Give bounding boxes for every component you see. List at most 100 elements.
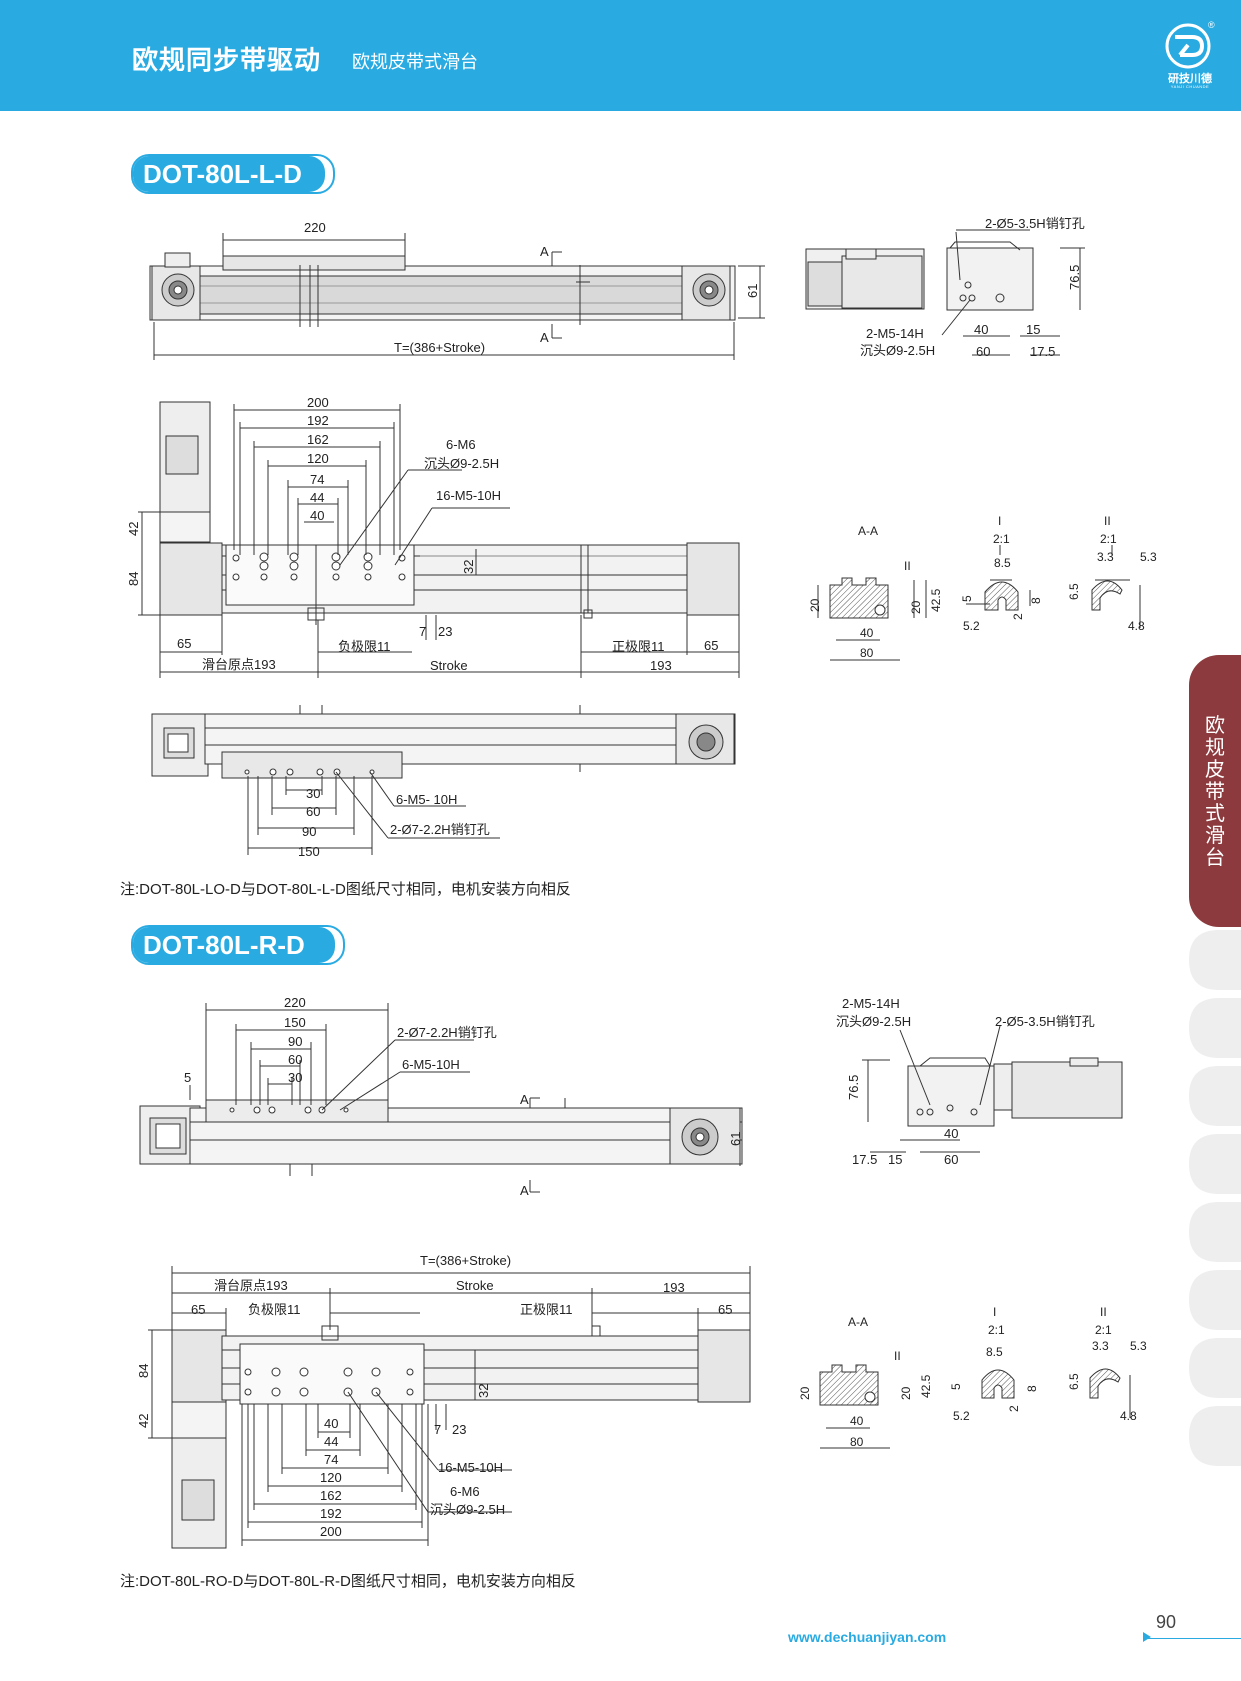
detail-i-dim-2: 2 xyxy=(1011,613,1025,620)
registered-mark: ® xyxy=(1208,20,1215,30)
section2-aa-labels: A-A 20 40 80 20 42.5 II xyxy=(798,1315,933,1449)
section2-detail-i-labels: I 2:1 8.5 5 8 5.2 2 xyxy=(949,1305,1039,1423)
section2-detail-i xyxy=(981,1369,1015,1399)
aa-dim-20b: 20 xyxy=(909,600,923,614)
dim-7: 7 xyxy=(419,624,426,639)
side-tab-text: 欧规皮带式滑台 xyxy=(1205,715,1225,869)
s2-aa-dim-42-5: 42.5 xyxy=(919,1374,933,1398)
s2-detail-ii-dim-3-3: 3.3 xyxy=(1092,1339,1109,1353)
s2-section-mark-top: A xyxy=(520,1092,529,1107)
label-pos-limit: 正极限11 xyxy=(612,639,665,654)
detail-ii-dim-6-5: 6.5 xyxy=(1067,583,1081,600)
s2-label-pos-limit: 正极限11 xyxy=(520,1302,573,1317)
section2-aa-view xyxy=(819,1364,890,1449)
label-16-m5: 16-M5-10H xyxy=(436,488,501,503)
detail-i-dim-5: 5 xyxy=(960,595,974,602)
s2-detail-i-scale: 2:1 xyxy=(988,1323,1005,1337)
detail-ii-label: II xyxy=(1104,514,1111,528)
s2-dim-44: 44 xyxy=(324,1434,338,1449)
section1-bottom-view-labels: 30 60 90 150 6-M5- 10H 2-Ø7-2.2H销钉孔 xyxy=(298,786,490,859)
s2-aa-label: A-A xyxy=(848,1315,868,1329)
dim-17-5: 17.5 xyxy=(1030,344,1055,359)
s2-dim-40: 40 xyxy=(324,1416,338,1431)
s2-dim-90: 90 xyxy=(288,1034,302,1049)
section2-front-view-labels: T=(386+Stroke) 滑台原点193 Stroke 193 65 65 … xyxy=(136,1253,732,1539)
s2-detail-i-dim-8: 8 xyxy=(1025,1385,1039,1392)
s2-dim-162: 162 xyxy=(320,1488,342,1503)
label-counterbore: 沉头Ø9-2.5H xyxy=(424,456,499,471)
model-tag-1: DOT-80L-L-D xyxy=(131,154,335,194)
dim-193: 193 xyxy=(650,658,672,673)
s2-dim-200: 200 xyxy=(320,1524,342,1539)
s2-aa-mark-ii: II xyxy=(894,1349,901,1363)
s2-label-6-m5: 6-M5-10H xyxy=(402,1057,460,1072)
detail-i-dim-8: 8 xyxy=(1029,597,1043,604)
s2-aa-dim-40: 40 xyxy=(850,1414,864,1428)
side-stripes-decoration xyxy=(1189,930,1241,1466)
dim-90: 90 xyxy=(302,824,316,839)
dim-65-left: 65 xyxy=(177,636,191,651)
s2-label-origin: 滑台原点193 xyxy=(214,1278,288,1293)
s2-aa-dim-80: 80 xyxy=(850,1435,864,1449)
section1-front-view xyxy=(138,401,740,678)
label-6-m6: 6-M6 xyxy=(446,437,476,452)
s2-detail-i-dim-5-2: 5.2 xyxy=(953,1409,970,1423)
label-6-m5: 6-M5- 10H xyxy=(396,792,457,807)
aa-mark-ii: II xyxy=(904,559,911,573)
counterbore-label: 沉头Ø9-2.5H xyxy=(860,343,935,358)
section2-top-view-labels: 220 150 90 60 30 5 61 2-Ø7-2.2H销钉孔 6-M5-… xyxy=(184,995,743,1198)
s2-dim-15: 15 xyxy=(888,1152,902,1167)
s2-detail-i-dim-2: 2 xyxy=(1007,1405,1021,1412)
screw-label: 2-M5-14H xyxy=(866,326,924,341)
dim-30: 30 xyxy=(306,786,320,801)
dim-40: 40 xyxy=(974,322,988,337)
page-arrow-icon xyxy=(1143,1632,1151,1642)
section1-front-view-labels: 200 192 162 120 74 44 40 42 84 32 7 23 6… xyxy=(126,395,718,673)
section1-detail-ii-labels: II 2:1 3.3 5.3 6.5 4.8 xyxy=(1067,514,1157,633)
s2-dim-65-right: 65 xyxy=(718,1302,732,1317)
dim-65-right: 65 xyxy=(704,638,718,653)
section1-end-view xyxy=(805,229,1085,356)
page-header: 欧规同步带驱动 欧规皮带式滑台 ® 研技川德 YANJI CHUANDE xyxy=(0,0,1241,111)
section1-note: 注:DOT-80L-LO-D与DOT-80L-L-D图纸尺寸相同，电机安装方向相… xyxy=(120,881,571,898)
s2-dim-32: 32 xyxy=(476,1384,491,1398)
s2-dim-60: 60 xyxy=(944,1152,958,1167)
s2-detail-i-dim-5: 5 xyxy=(949,1383,963,1390)
s2-dim-76-5: 76.5 xyxy=(846,1075,861,1100)
s2-detail-ii-label: II xyxy=(1100,1305,1107,1319)
dim-42: 42 xyxy=(126,522,141,536)
logo-mark-icon xyxy=(1165,23,1211,69)
detail-i-scale: 2:1 xyxy=(993,532,1010,546)
s2-dim-74: 74 xyxy=(324,1452,338,1467)
detail-ii-dim-4-8: 4.8 xyxy=(1128,619,1145,633)
dim-192: 192 xyxy=(307,413,329,428)
dim-32: 32 xyxy=(461,560,476,574)
dim-84: 84 xyxy=(126,572,141,586)
dim-total-length: T=(386+Stroke) xyxy=(394,340,485,355)
section1-aa-view xyxy=(817,577,927,661)
dim-76-5: 76.5 xyxy=(1067,265,1082,290)
s2-label-counterbore: 沉头Ø9-2.5H xyxy=(430,1502,505,1517)
s2-dim-65-left: 65 xyxy=(191,1302,205,1317)
model-name-1: DOT-80L-L-D xyxy=(133,156,325,192)
s2-dim-150: 150 xyxy=(284,1015,306,1030)
website-link[interactable]: www.dechuanjiyan.com xyxy=(788,1629,947,1645)
section2-note: 注:DOT-80L-RO-D与DOT-80L-R-D图纸尺寸相同，电机安装方向相… xyxy=(120,1573,576,1590)
logo-brand-text: 研技川德 xyxy=(1168,73,1212,85)
section-mark-a-top: A xyxy=(540,244,549,259)
s2-label-stroke: Stroke xyxy=(456,1278,494,1293)
aa-label: A-A xyxy=(858,524,878,538)
model-name-2: DOT-80L-R-D xyxy=(133,927,335,963)
dim-74: 74 xyxy=(310,472,324,487)
section1-top-view-labels: 220 61 T=(386+Stroke) A A xyxy=(304,220,760,355)
section2-front-view xyxy=(148,1266,751,1549)
label-origin: 滑台原点193 xyxy=(202,657,276,672)
dim-61: 61 xyxy=(745,284,760,298)
detail-i-label: I xyxy=(998,514,1001,528)
s2-dim-23: 23 xyxy=(452,1422,466,1437)
s2-section-mark-bottom: A xyxy=(520,1183,529,1198)
s2-dim-193: 193 xyxy=(663,1280,685,1295)
side-category-tab[interactable]: 欧规皮带式滑台 xyxy=(1189,655,1241,927)
s2-aa-dim-20: 20 xyxy=(798,1386,812,1400)
section-mark-a-bottom: A xyxy=(540,330,549,345)
